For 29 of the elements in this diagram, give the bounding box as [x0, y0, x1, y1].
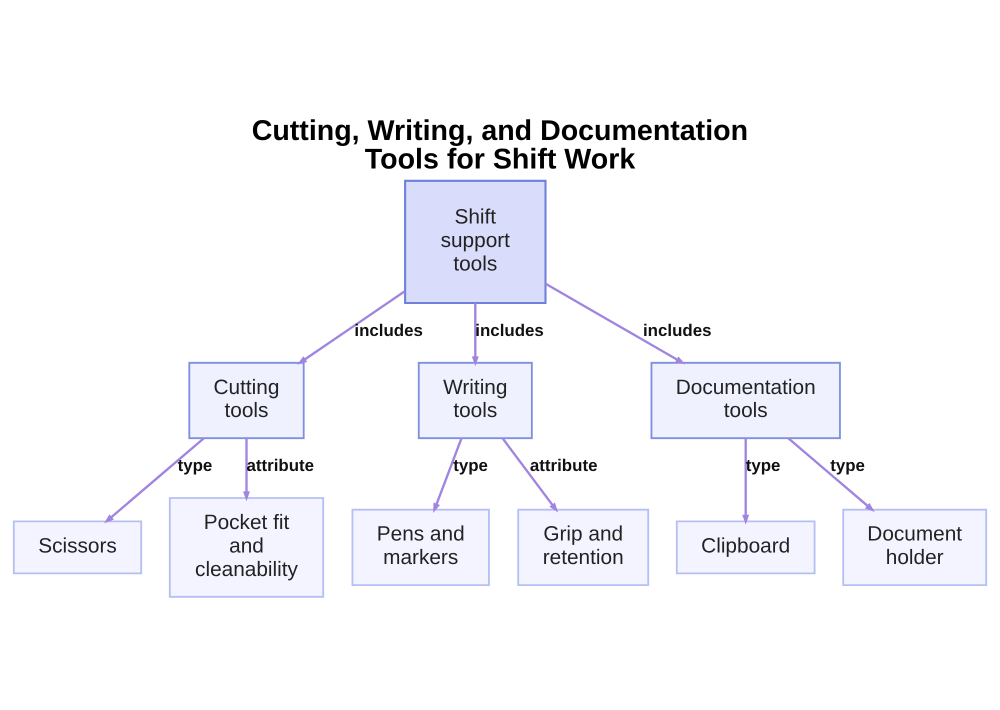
arrow	[472, 303, 479, 366]
node-box: Scissors	[12, 520, 142, 574]
diagram-title: Cutting, Writing, and Documentation Tools for Shift Work	[252, 114, 748, 176]
edge-label: type	[746, 456, 780, 476]
node-box: Documentation tools	[650, 362, 841, 440]
edge-label: attribute	[246, 456, 314, 476]
arrow	[243, 438, 250, 502]
node-box: Document holder	[842, 508, 988, 586]
arrow	[297, 290, 406, 365]
node-box: Writing tools	[418, 362, 533, 440]
arrow	[545, 282, 686, 364]
edge-label: type	[830, 456, 865, 476]
node-box: Pocket fit and cleanability	[168, 497, 324, 598]
edge-label: type	[453, 456, 488, 476]
node-box: Clipboard	[676, 520, 816, 574]
edge-label: includes	[475, 321, 544, 340]
node-box: Cutting tools	[188, 362, 305, 440]
arrow	[502, 438, 558, 513]
node-box: Shift support tools	[404, 180, 547, 304]
node-box: Pens and markers	[352, 508, 490, 586]
edge-label: includes	[643, 321, 712, 340]
edge-label: type	[178, 456, 212, 476]
arrow	[433, 438, 463, 514]
edge-label: includes	[354, 321, 423, 340]
arrow	[788, 437, 875, 512]
arrow	[104, 437, 205, 524]
arrow	[742, 438, 750, 525]
edge-label: attribute	[530, 456, 598, 476]
node-box: Grip and retention	[517, 508, 650, 586]
